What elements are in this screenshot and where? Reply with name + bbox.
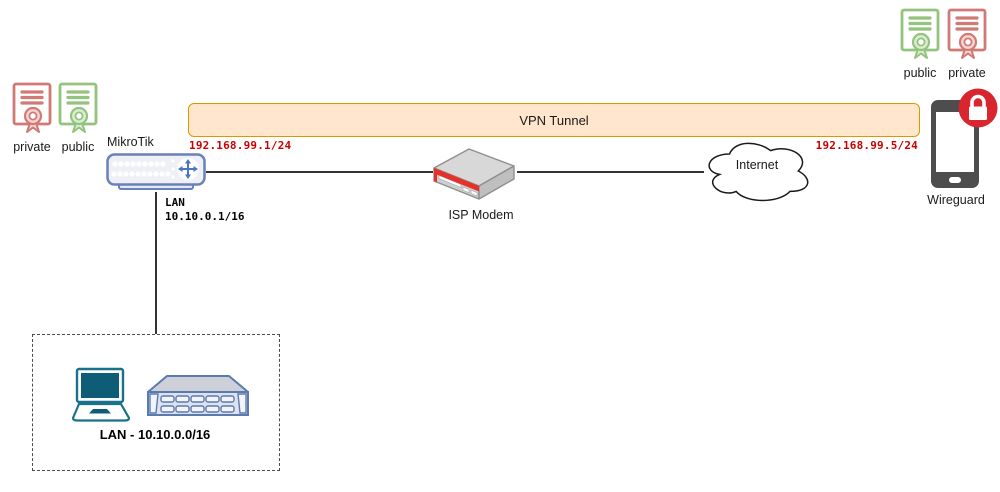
lan-interface-name: LAN: [165, 196, 185, 209]
link-router-lan: [155, 192, 157, 334]
vpn-tunnel-label: VPN Tunnel: [519, 112, 589, 128]
router-icon: [106, 153, 206, 190]
certificate-icon: [58, 82, 98, 133]
modem-label: ISP Modem: [448, 208, 514, 222]
lan-interface-ip: 10.10.0.1/16: [165, 210, 245, 223]
lan-network-label: LAN - 10.10.0.0/16: [99, 427, 211, 442]
router-label: MikroTik: [107, 135, 154, 149]
peer-public-certificate: public: [897, 8, 943, 80]
link-router-modem: [206, 171, 433, 173]
vpn-tunnel-banner: VPN Tunnel: [188, 103, 920, 137]
internet-label: Internet: [735, 158, 779, 172]
modem-icon: [433, 148, 515, 200]
router-wan-ip: 192.168.99.1/24: [189, 139, 292, 152]
certificate-icon: [947, 8, 987, 59]
certificate-label: private: [948, 66, 986, 80]
phone-label: Wireguard: [927, 193, 985, 207]
certificate-icon: [900, 8, 940, 59]
peer-vpn-ip: 192.168.99.5/24: [815, 139, 918, 152]
lock-badge-icon: [958, 88, 998, 128]
certificate-label: private: [13, 140, 51, 154]
server-icon: [147, 375, 249, 416]
link-modem-internet: [517, 171, 704, 173]
peer-private-certificate: private: [944, 8, 990, 80]
router-private-certificate: private: [9, 82, 55, 154]
certificate-label: public: [61, 140, 95, 154]
internet-cloud-icon: [708, 142, 809, 202]
router-public-certificate: public: [55, 82, 101, 154]
certificate-icon: [12, 82, 52, 133]
certificate-label: public: [903, 66, 937, 80]
laptop-icon: [71, 367, 131, 422]
